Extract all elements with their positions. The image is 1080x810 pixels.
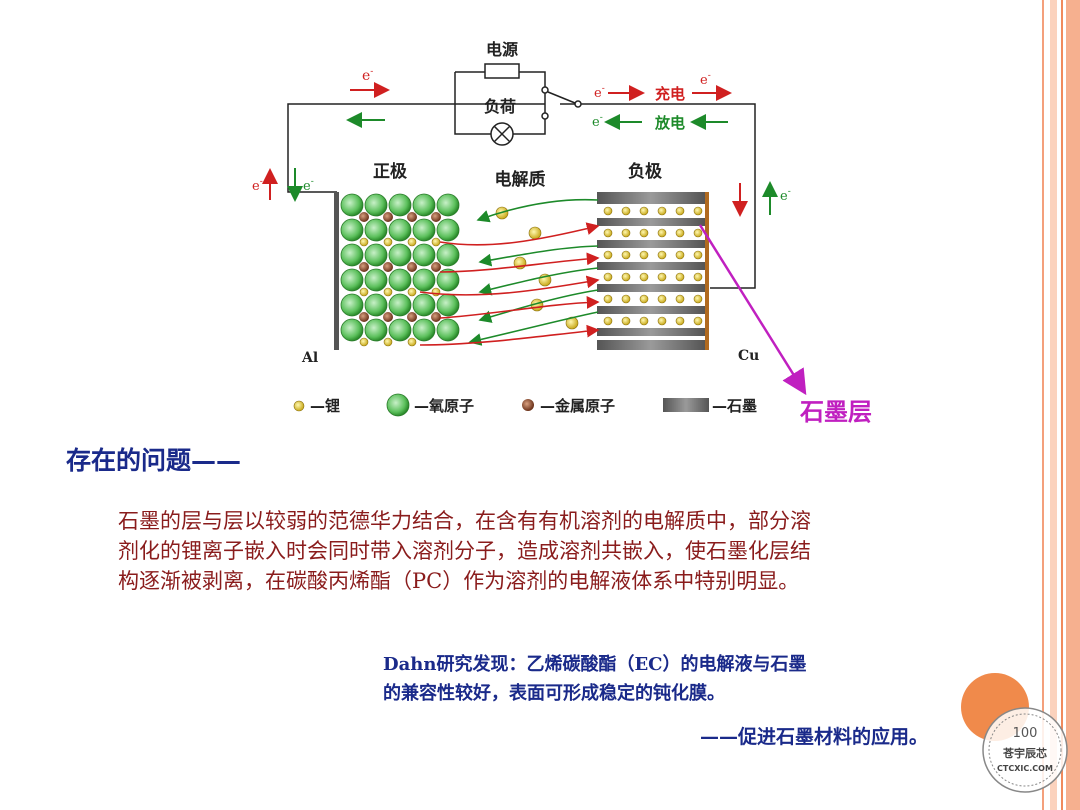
charge-label: 充电 xyxy=(655,85,685,103)
border-stripe-line xyxy=(1061,0,1063,810)
legend-lithium-label: —锂 xyxy=(310,397,340,415)
dahn-line: Dahn研究发现：乙烯碳酸酯（EC）的电解液与石墨 xyxy=(383,654,807,675)
graphite-layer-label: 石墨层 xyxy=(799,398,872,426)
svg-text:e-: e- xyxy=(780,187,791,204)
svg-text:e-: e- xyxy=(252,177,263,194)
problem-paragraph: 石墨的层与层以较弱的范德华力结合，在含有有机溶剂的电解质中，部分溶 剂化的锂离子… xyxy=(118,506,1018,596)
legend-oxygen-label: —氧原子 xyxy=(414,397,474,415)
anode-graphite xyxy=(597,192,705,350)
lamp-icon xyxy=(490,122,514,146)
problem-line: 剂化的锂离子嵌入时会同时带入溶剂分子，造成溶剂共嵌入，使石墨化层结 xyxy=(118,539,811,563)
legend-graphite-swatch xyxy=(663,398,709,412)
electrolyte-label: 电解质 xyxy=(495,169,546,190)
switch-icon xyxy=(541,86,582,120)
svg-text:e-: e- xyxy=(594,84,605,101)
cu-label: Cu xyxy=(738,348,759,364)
power-source-label: 电源 xyxy=(486,40,518,59)
discharge-arrows xyxy=(468,198,599,346)
negative-electrode-label: 负极 xyxy=(628,161,662,182)
dahn-finding: Dahn研究发现：乙烯碳酸酯（EC）的电解液与石墨 的兼容性较好，表面可形成稳定… xyxy=(383,650,807,708)
legend-lithium-swatch xyxy=(293,400,305,412)
battery-diagram: 电源 负荷 e- e- 充电 e- e- 放电 e- e- e- 正极 电解质 … xyxy=(252,40,872,426)
charge-arrows xyxy=(419,222,600,346)
al-label: Al xyxy=(301,350,318,366)
conclusion-text: ——促进石墨材料的应用。 xyxy=(700,726,929,748)
cu-collector xyxy=(705,192,709,350)
stamp-name: 苍宇辰芯 xyxy=(1002,746,1047,760)
discharge-label: 放电 xyxy=(654,114,685,132)
legend-oxygen-swatch xyxy=(386,393,410,417)
legend-metal-label: —金属原子 xyxy=(540,397,615,415)
power-source-symbol xyxy=(484,63,520,79)
svg-text:e-: e- xyxy=(700,71,711,88)
border-stripe-outer xyxy=(1066,0,1080,810)
legend: —锂 —氧原子 —金属原子 —石墨 xyxy=(293,393,757,417)
problem-line: 构逐渐被剥离，在碳酸丙烯酯（PC）作为溶剂的电解液体系中特别明显。 xyxy=(118,569,800,593)
watermark-stamp: 100 苍宇辰芯 CTCXIC.COM xyxy=(982,707,1068,793)
stamp-site: CTCXIC.COM xyxy=(997,764,1053,773)
dahn-line: 的兼容性较好，表面可形成稳定的钝化膜。 xyxy=(383,683,725,704)
al-collector xyxy=(334,192,339,350)
electron-label: e- xyxy=(362,67,373,84)
stamp-percent: 100 xyxy=(1013,726,1038,741)
border-stripe-inner xyxy=(1050,0,1057,810)
legend-metal-swatch xyxy=(522,399,534,411)
cathode-lattice xyxy=(340,193,460,347)
positive-electrode-label: 正极 xyxy=(373,162,407,182)
load-label: 负荷 xyxy=(484,97,516,116)
legend-graphite-label: —石墨 xyxy=(712,397,757,415)
svg-text:e-: e- xyxy=(592,113,603,130)
graphite-callout-line xyxy=(698,224,807,396)
svg-text:e-: e- xyxy=(303,177,314,194)
problem-heading: 存在的问题—— xyxy=(66,446,242,475)
border-stripe-thin xyxy=(1042,0,1044,810)
problem-line: 石墨的层与层以较弱的范德华力结合，在含有有机溶剂的电解质中，部分溶 xyxy=(118,509,811,533)
